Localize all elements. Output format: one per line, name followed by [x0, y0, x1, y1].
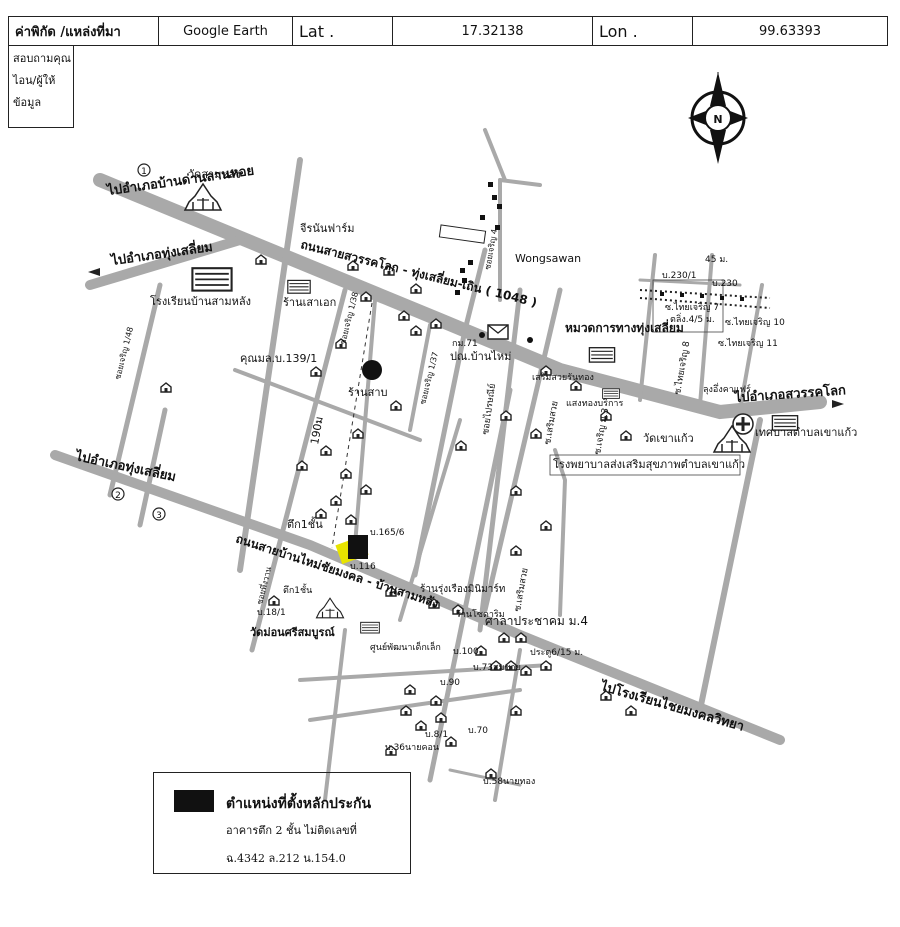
- label-wongsawan: Wongsawan: [515, 252, 581, 265]
- label-shop-sao-ek: ร้านเสาเอก: [283, 296, 336, 309]
- label-serm-sombat: เสริมสวยรันทอง: [532, 372, 594, 383]
- legend-title: ตำแหน่งที่ตั้งหลักประกัน: [226, 796, 372, 812]
- lon-label: Lon .: [593, 17, 693, 45]
- temple-sri-icon: [315, 597, 345, 619]
- label-tambon-khao-kaeo: เทศบาลตำบลเขาแก้ว: [755, 426, 857, 439]
- label-house-165-6: บ.165/6: [370, 528, 405, 538]
- label-soi-charoen-m3: ซ.เจริญ ม.3: [592, 407, 611, 455]
- label-shop-ruea: ร้านรุ่งเรืองมินิมาร์ท: [420, 583, 505, 595]
- side-note-line: ข้อมูล: [13, 96, 42, 109]
- label-house-36: บ.36นายคอน: [385, 743, 439, 753]
- label-highway-unit: หมวดการทางทุ่งเสลี่ยม: [565, 319, 684, 336]
- label-house-90: บ.90: [440, 678, 460, 688]
- label-jirananfarm: จีรนันฟาร์ม: [299, 222, 354, 235]
- label-shop-soda: ร้านโซดาริม: [456, 609, 505, 620]
- label-distance-190m: 190ม: [308, 415, 326, 445]
- side-note-line: ไอน/ผู้ให้: [13, 74, 56, 87]
- source-value: Google Earth: [159, 17, 293, 45]
- label-saeng-thong: แสงทองบริการ: [566, 398, 623, 409]
- label-num-45: 45 ม.: [705, 255, 728, 265]
- label-building-1fl-b: ตึก1ชั้น: [283, 583, 312, 596]
- label-house-71: กม.71: [452, 339, 478, 349]
- label-house-6-15: ประตู6/15 ม.: [530, 648, 583, 658]
- source-label: ค่าพิกัด /แหล่งที่มา: [9, 17, 159, 45]
- branch-road-left: [85, 235, 245, 290]
- label-soi-thai-charoen-11: ซ.ไทยเจริญ 11: [718, 338, 778, 349]
- direction-arrows: [88, 268, 844, 408]
- label-post-office: ปณ.บ้านไหม่: [450, 350, 511, 363]
- label-child-center: ศูนย์พัฒนาเด็กเล็ก: [370, 640, 441, 653]
- numbered-markers: [111, 163, 166, 521]
- label-soi-serm-suay: ซ.เสริมสวย: [542, 400, 560, 445]
- label-lung-ek: ลุงอึ่งคาแฟร์: [703, 382, 751, 395]
- label-building-1fl: ตึก1ชั้น: [287, 516, 323, 531]
- legend-swatch: [174, 790, 214, 812]
- post-office-icon: [487, 324, 509, 340]
- sala-icon: [360, 621, 380, 634]
- label-health-center: โรงพยาบาลส่งเสริมสุขภาพตำบลเขาแก้ว: [553, 457, 745, 471]
- label-wat-khao-kaeo: วัดเขาแก้ว: [643, 432, 694, 445]
- label-ban-230-1: บ.230/1: [662, 271, 697, 281]
- legend-line3: ฉ.4342 ล.212 น.154.0: [226, 852, 346, 865]
- label-thai-charoen-8: ซ.ไทยเจริญ 8: [672, 340, 692, 395]
- label-soi-thai-charoen-10: ซ.ไทยเจริญ 10: [725, 317, 785, 328]
- school-building-icon: [191, 267, 233, 292]
- marker-2: 2: [115, 491, 121, 501]
- marker-3: 3: [156, 511, 162, 521]
- label-soi-thai-charoen-7: ซ.ไทยเจริญ 7: [665, 302, 719, 313]
- roads: [50, 128, 827, 802]
- label-house-4-5: ตลิ่ง.4/5 ม.: [670, 312, 715, 325]
- label-house-70: บ.70: [468, 726, 488, 736]
- label-house-116: บ.116: [350, 562, 376, 572]
- marker-1: 1: [141, 167, 147, 177]
- label-house-73: บ.73สมชาย: [473, 663, 521, 673]
- label-ban-230: บ.230: [712, 279, 738, 289]
- hospital-icon: [732, 413, 754, 435]
- label-to-school-chaimongkol: ไปโรงเรียนไชยมงคลวิทยา: [597, 677, 746, 735]
- label-school-ban-sam-lang: โรงเรียนบ้านสามหลัง: [150, 294, 251, 308]
- side-note-line: สอบถามคุณ: [13, 52, 71, 65]
- shop-building-icon: [287, 279, 311, 294]
- lat-value: 17.32138: [393, 17, 593, 45]
- label-soi-bypass: ซอยไปรษณีย์: [479, 383, 498, 436]
- label-sala-pracha: ศาลาประชาคม ม.4: [485, 614, 588, 628]
- legend-line2: อาคารตึก 2 ชั้น ไม่ติดเลขที่: [226, 824, 357, 837]
- label-khun-mol: คุณมล.บ.139/1: [240, 352, 317, 365]
- main-road-1048: [93, 173, 827, 420]
- coordinate-header: ค่าพิกัด /แหล่งที่มา Google Earth Lat . …: [8, 16, 888, 46]
- label-soi-1-48: ซอยเจริญ 1/48: [113, 326, 135, 381]
- map-legend: ตำแหน่งที่ตั้งหลักประกัน อาคารตึก 2 ชั้น…: [153, 772, 411, 874]
- main-road-lower: [50, 450, 785, 745]
- compass-letter: N: [713, 113, 722, 126]
- label-house-100: บ.100: [453, 647, 479, 657]
- label-house-18-1: บ.18/1: [257, 608, 286, 618]
- highway-office-icon: [588, 346, 616, 363]
- label-wat-sri: วัดม่อนศรีสมบูรณ์: [250, 626, 335, 640]
- label-ban-san-sap: ร้านสาบ: [348, 386, 387, 399]
- distance-line: [331, 302, 373, 549]
- lat-label: Lat .: [293, 17, 393, 45]
- compass-icon: [688, 72, 748, 164]
- bird-icon: [362, 360, 382, 380]
- label-temple-sam-lang: วัดสามหลัง: [188, 168, 241, 181]
- center-icon: [602, 388, 620, 399]
- info-source-note: สอบถามคุณ ไอน/ผู้ให้ ข้อมูล: [8, 46, 74, 128]
- label-house-8-1: บ.8/1: [425, 730, 448, 740]
- label-house-58: บ.58นายทอง: [483, 777, 535, 787]
- lon-value: 99.63393: [758, 23, 822, 39]
- temple-sam-lang-icon: [184, 183, 222, 211]
- label-soi-serm-suay-2: ซ.เสริมสวย: [512, 567, 530, 612]
